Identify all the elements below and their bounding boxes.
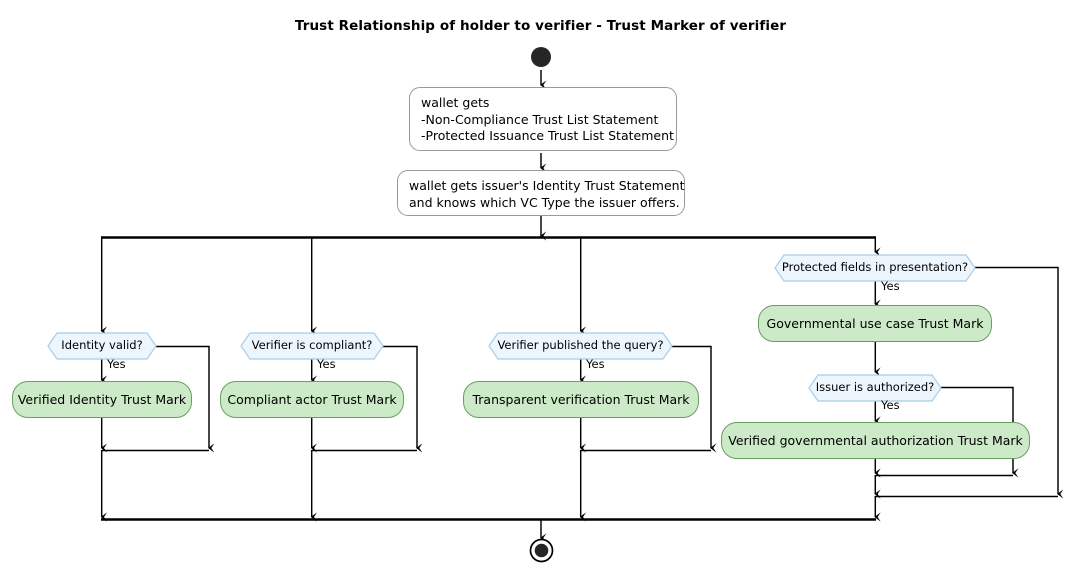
- decision-identity-valid[interactable]: Identity valid?: [47, 332, 157, 360]
- decision-issuer-is-authorized-label: Issuer is authorized?: [815, 380, 935, 395]
- decision-verifier-published-query[interactable]: Verifier published the query?: [488, 332, 673, 360]
- decision-protected-fields-in-presentation[interactable]: Protected fields in presentation?: [774, 254, 976, 282]
- decision-verifier-is-compliant[interactable]: Verifier is compliant?: [240, 332, 384, 360]
- state-wallet-gets-identity-trust-statement: wallet gets issuer's Identity Trust Stat…: [397, 170, 685, 216]
- edge-label-yes-identity-valid: Yes: [107, 357, 126, 371]
- start-node: [530, 46, 552, 72]
- activity-transparent-verification-trust-mark[interactable]: Transparent verification Trust Mark: [463, 381, 699, 418]
- decision-identity-valid-label: Identity valid?: [61, 338, 143, 353]
- edge-label-yes-verifier-compliant: Yes: [317, 357, 336, 371]
- edge-label-yes-verifier-published: Yes: [586, 357, 605, 371]
- decision-verifier-published-query-label: Verifier published the query?: [497, 338, 664, 353]
- activity-verified-identity-trust-mark[interactable]: Verified Identity Trust Mark: [12, 381, 192, 418]
- activity-verified-governmental-authorization-trust-mark[interactable]: Verified governmental authorization Trus…: [721, 422, 1030, 459]
- edge-label-yes-issuer-authorized: Yes: [881, 398, 900, 412]
- state-wallet-gets-trust-lists: wallet gets -Non-Compliance Trust List S…: [409, 87, 677, 151]
- activity-governmental-use-case-trust-mark[interactable]: Governmental use case Trust Mark: [758, 305, 992, 342]
- end-node: [529, 538, 554, 567]
- decision-verifier-is-compliant-label: Verifier is compliant?: [251, 338, 373, 353]
- activity-compliant-actor-trust-mark[interactable]: Compliant actor Trust Mark: [220, 381, 404, 418]
- edge-label-yes-protected-fields: Yes: [881, 279, 900, 293]
- decision-issuer-is-authorized[interactable]: Issuer is authorized?: [808, 374, 942, 402]
- decision-protected-fields-label: Protected fields in presentation?: [781, 260, 969, 275]
- diagram-title: Trust Relationship of holder to verifier…: [294, 18, 787, 34]
